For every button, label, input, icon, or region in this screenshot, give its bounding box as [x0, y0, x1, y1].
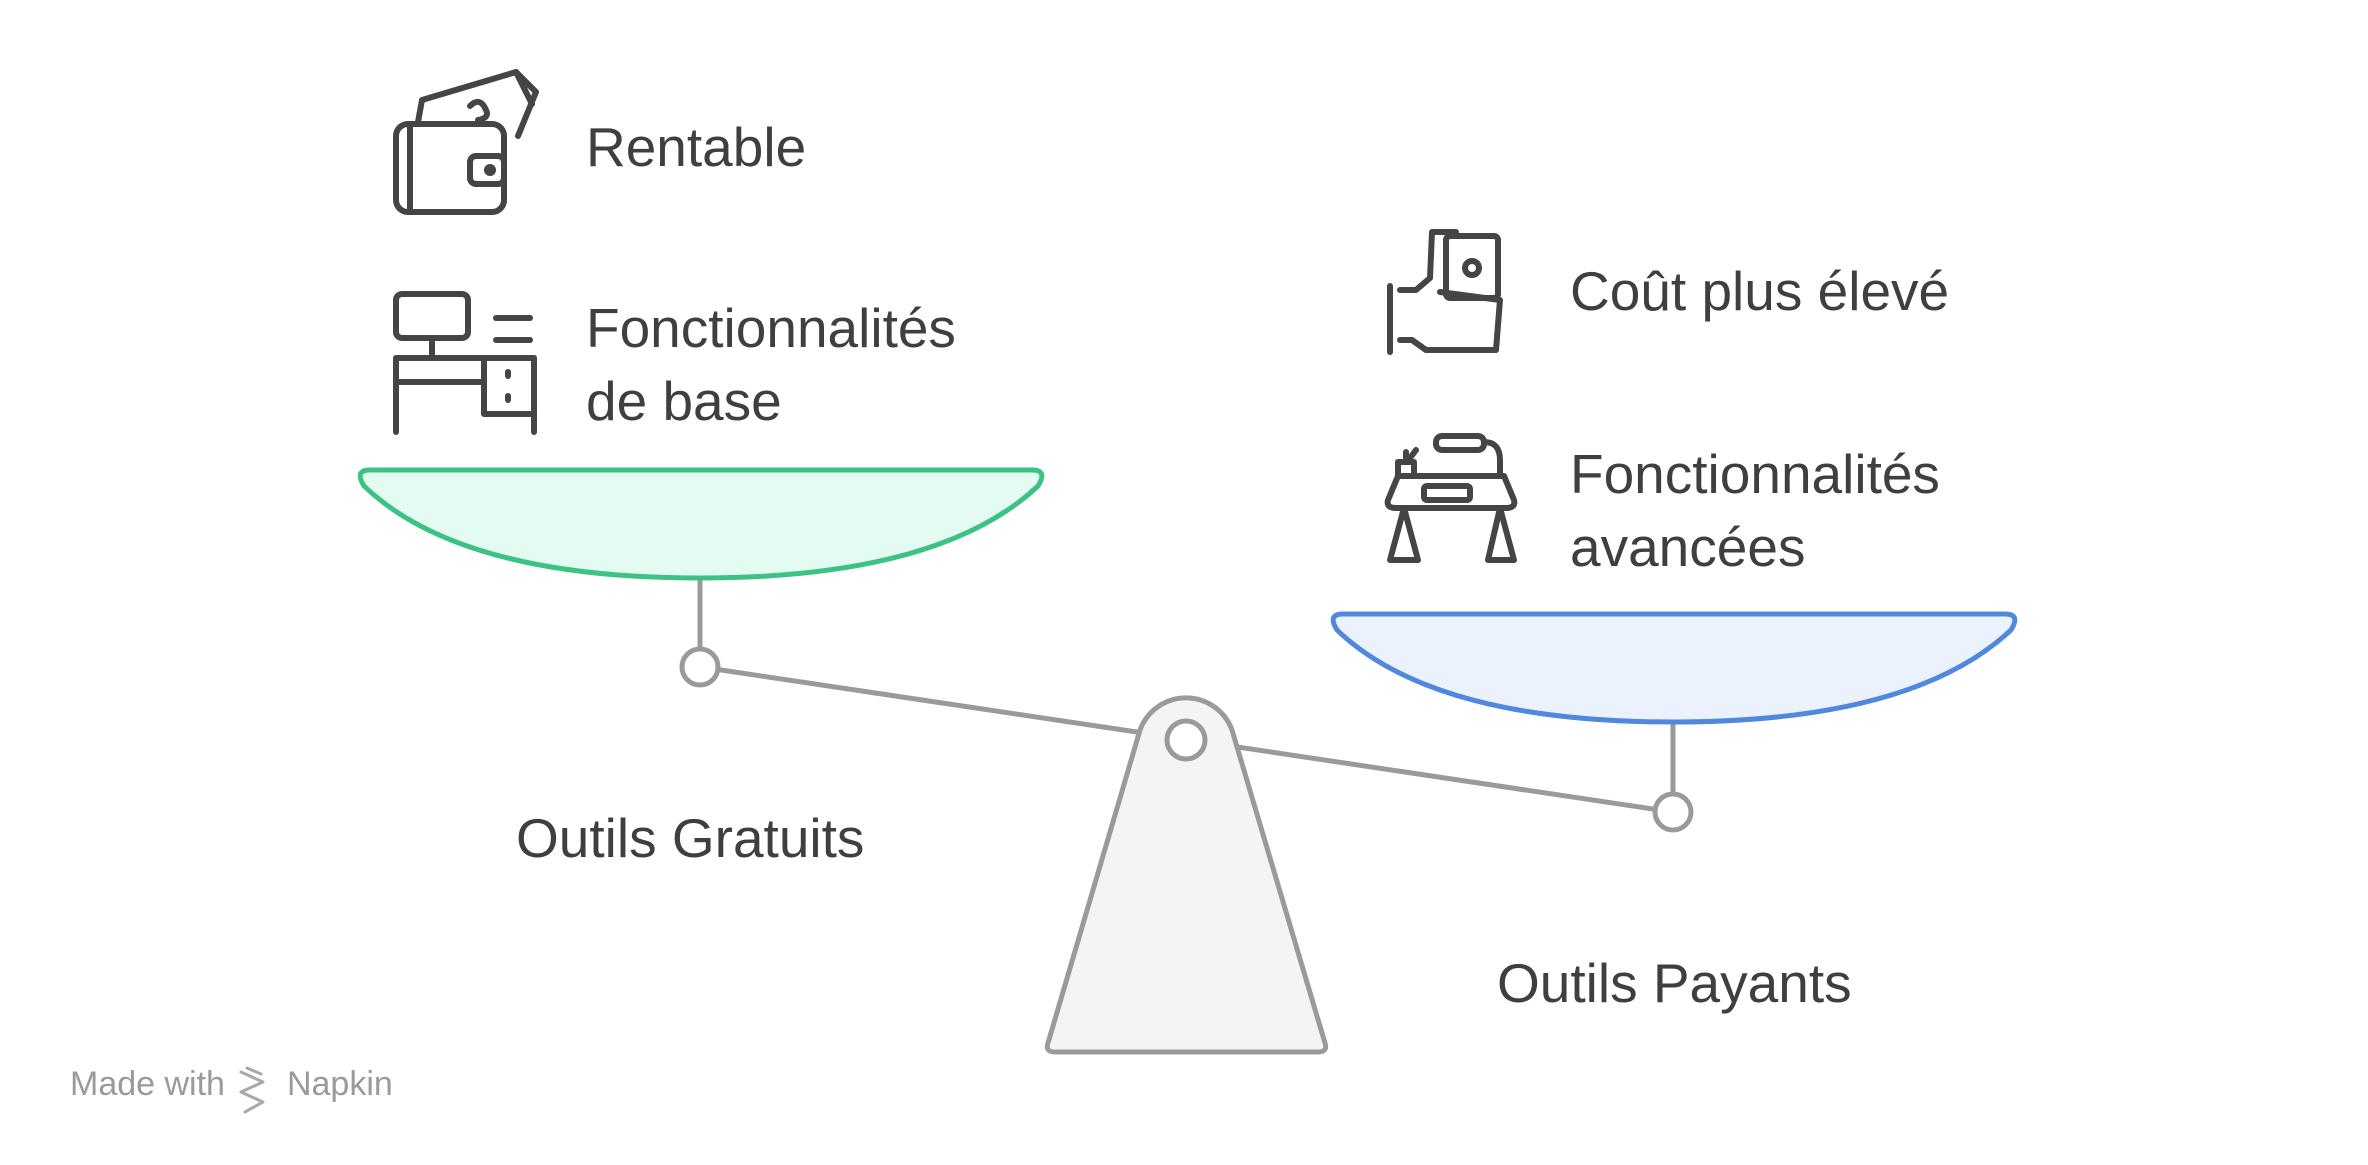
made-with-text: Made with — [70, 1064, 225, 1103]
right-pan-title: Outils Payants — [1497, 952, 1852, 1014]
left-item-1-label: Rentable — [586, 116, 807, 178]
napkin-logo-spacer — [239, 1064, 273, 1104]
left-beam-pivot — [679, 646, 721, 688]
right-item-2-label: Fonctionnalités avancées — [1570, 438, 1940, 584]
right-pan — [1330, 611, 2018, 725]
left-item-2-line1: Fonctionnalités — [586, 297, 956, 359]
hand-money-icon — [1387, 229, 1503, 355]
made-with-napkin[interactable]: Made with Napkin — [70, 1062, 393, 1106]
left-pan-title: Outils Gratuits — [516, 807, 865, 869]
right-beam-pivot — [1652, 791, 1694, 833]
workshop-desk-icon — [1384, 433, 1518, 563]
left-item-2-label: Fonctionnalités de base — [586, 292, 956, 438]
scale-fulcrum — [1044, 695, 1329, 1055]
left-pan — [357, 467, 1045, 581]
fulcrum-pivot — [1164, 718, 1208, 762]
brand-name: Napkin — [286, 1064, 393, 1103]
right-item-2-line2: avancées — [1570, 516, 1806, 578]
left-item-2-line2: de base — [586, 370, 782, 432]
right-item-1-label: Coût plus élevé — [1570, 260, 1950, 322]
right-item-2-line1: Fonctionnalités — [1570, 443, 1940, 505]
desk-computer-icon — [393, 291, 537, 435]
napkin-logo-icon — [239, 1066, 265, 1114]
wallet-icon — [393, 69, 539, 215]
